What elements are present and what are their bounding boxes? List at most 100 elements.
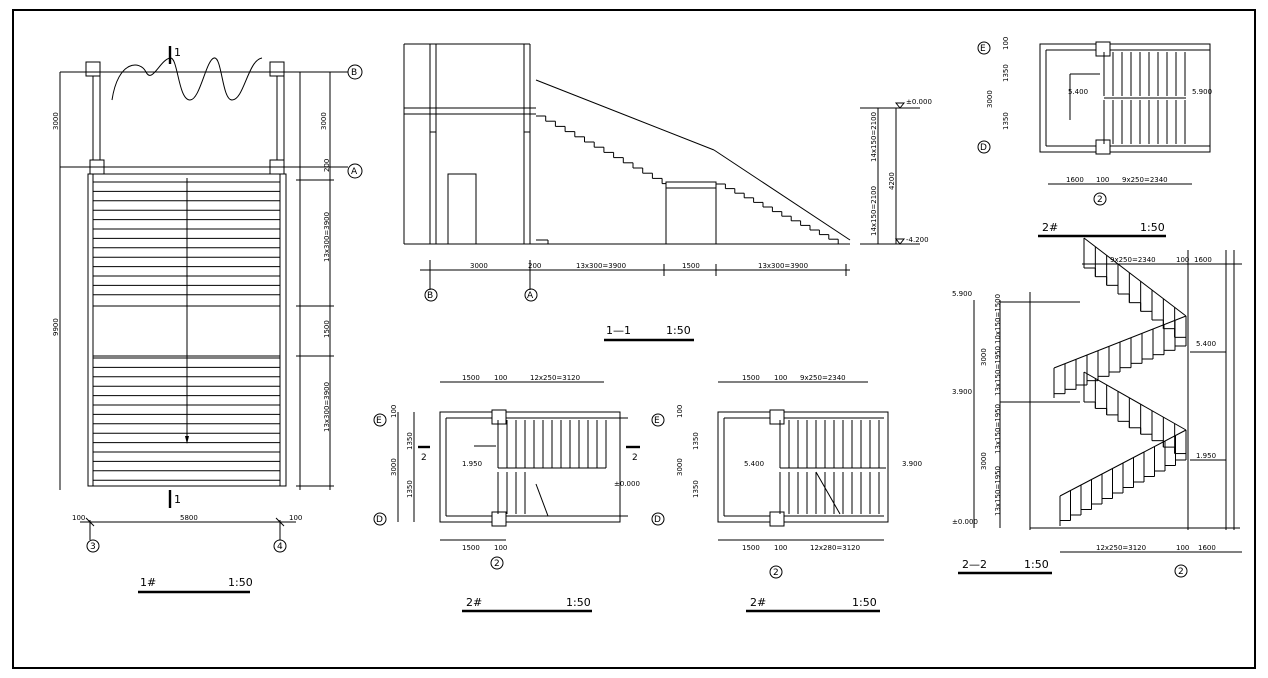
dim-right-upper: 3000 [320,112,328,130]
p2c-dim-3000: 3000 [986,90,994,108]
p2a-dim-top-treads: 12x250=3120 [530,374,580,382]
p2a-dim-top-100: 100 [494,374,507,382]
p2a-dim-3000: 3000 [390,458,398,476]
dim-left-total: 9900 [52,318,60,336]
p2b-dim-bottom-100: 100 [774,544,787,552]
level-bottom: -4.200 [906,236,929,244]
dim-right-200: 200 [323,159,331,172]
dim-bottom-200: 200 [528,262,541,270]
plan-2-middle-view: 100 1350 3000 1350 1500 100 9x250=2340 1… [651,374,922,613]
s22-dim-bottom-treads: 12x250=3120 [1096,544,1146,552]
view-scale-3: 1:50 [566,596,591,609]
p2c-level-5900: 5.900 [1192,88,1212,96]
p2a-dim-top-1500: 1500 [462,374,480,382]
p2b-dim-100: 100 [676,405,684,418]
dim-bottom-right: 100 [289,514,302,522]
section-2-2-view: 5.900 3.900 ±0.000 5.400 1.950 3000 3000… [952,237,1242,578]
s22-level-5400: 5.400 [1196,340,1216,348]
axis-label-4: 4 [277,542,283,552]
p2a-section-right: 2 [632,453,638,463]
view-title-5: 2# [1042,221,1058,234]
p2b-dim-bottom-1500: 1500 [742,544,760,552]
view-title-2: 1—1 [606,324,631,337]
p2b-level-3900: 3.900 [902,460,922,468]
p2b-axis-e: E [654,416,660,426]
p2a-axis-d: D [376,515,383,525]
handrail [1083,371,1187,431]
view-title-6: 2—2 [962,558,987,571]
dim-rise-total: 4200 [888,172,896,190]
p2b-level-5400: 5.400 [744,460,764,468]
axis-label-a: A [351,167,358,177]
dim-rise-lower: 14x150=2100 [870,186,878,236]
view-scale-5: 1:50 [1140,221,1165,234]
p2a-dim-1350b: 1350 [406,480,414,498]
s22-level-5900: 5.900 [952,290,972,298]
p2a-level-0: ±0.000 [614,480,640,488]
p2b-dim-top-1500: 1500 [742,374,760,382]
plan-1-view: 1 1 B A 3 4 3000 200 13x300=3900 1500 13… [52,46,363,594]
section-mark-bottom: 1 [174,493,181,506]
s22-dim-r4: 13x150=1950 [994,466,1002,516]
level-top: ±0.000 [906,98,932,106]
p2c-dim-bottom-treads: 9x250=2340 [1122,176,1168,184]
s22-level-3900: 3.900 [952,388,972,396]
p2c-level-5400: 5.400 [1068,88,1088,96]
s22-dim-3000b: 3000 [980,452,988,470]
dim-bottom-left: 100 [72,514,85,522]
p2c-dim-1350b: 1350 [1002,112,1010,130]
p2b-dim-1350b: 1350 [692,480,700,498]
s22-level-1950: 1.950 [1196,452,1216,460]
p2b-axis-2: 2 [773,568,779,578]
p2c-axis-e: E [980,44,986,54]
p2a-dim-100: 100 [390,405,398,418]
view-scale-2: 1:50 [666,324,691,337]
s22-dim-r1: 10x150=1500 [994,294,1002,344]
axis-label-a: A [527,291,534,301]
view-title-4: 2# [750,596,766,609]
axis-label-b: B [427,291,433,301]
s22-dim-top-100: 100 [1176,256,1189,264]
view-title-1: 1# [140,576,156,589]
p2c-axis-d: D [980,143,987,153]
dim-bottom-flight1: 13x300=3900 [576,262,626,270]
p2c-dim-100: 100 [1002,37,1010,50]
dim-rise-upper: 14x150=2100 [870,112,878,162]
plan-2-top-view: 100 1350 3000 1350 1600 100 9x250=2340 E… [977,37,1212,238]
s22-level-0: ±0.000 [952,518,978,526]
p2a-axis-e: E [376,416,382,426]
p2a-dim-bottom-100: 100 [494,544,507,552]
dim-bottom-flight2: 13x300=3900 [758,262,808,270]
p2a-axis-2: 2 [494,559,500,569]
s22-dim-bottom-100: 100 [1176,544,1189,552]
dim-right-flight1: 13x300=3900 [323,212,331,262]
sheet-border [12,9,1256,669]
p2b-dim-bottom-treads: 12x280=3120 [810,544,860,552]
p2c-dim-bottom-1600: 1600 [1066,176,1084,184]
s22-dim-3000a: 3000 [980,348,988,366]
s22-dim-r2: 13x150=1950 [994,346,1002,396]
view-scale-6: 1:50 [1024,558,1049,571]
p2b-axis-d: D [654,515,661,525]
p2b-dim-3000: 3000 [676,458,684,476]
s22-axis-2: 2 [1178,567,1184,577]
section-mark-top: 1 [174,46,181,59]
dim-right-landing: 1500 [323,320,331,338]
p2c-dim-bottom-100: 100 [1096,176,1109,184]
dim-bottom-3000: 3000 [470,262,488,270]
section-1-1-view: ±0.000 -4.200 14x150=2100 4200 14x150=21… [403,43,932,342]
view-scale-1: 1:50 [228,576,253,589]
p2a-dim-1350: 1350 [406,432,414,450]
dim-bottom-landing: 1500 [682,262,700,270]
p2b-dim-1350: 1350 [692,432,700,450]
s22-dim-bottom-1600: 1600 [1198,544,1216,552]
p2a-level-1950: 1.950 [462,460,482,468]
handrail [1083,237,1187,317]
p2a-section-left: 2 [421,453,427,463]
view-scale-4: 1:50 [852,596,877,609]
dim-bottom-mid: 5800 [180,514,198,522]
axis-label-b: B [351,68,357,78]
axis-label-3: 3 [90,542,96,552]
p2a-dim-bottom-1500: 1500 [462,544,480,552]
s22-dim-r3: 13x150=1950 [994,404,1002,454]
